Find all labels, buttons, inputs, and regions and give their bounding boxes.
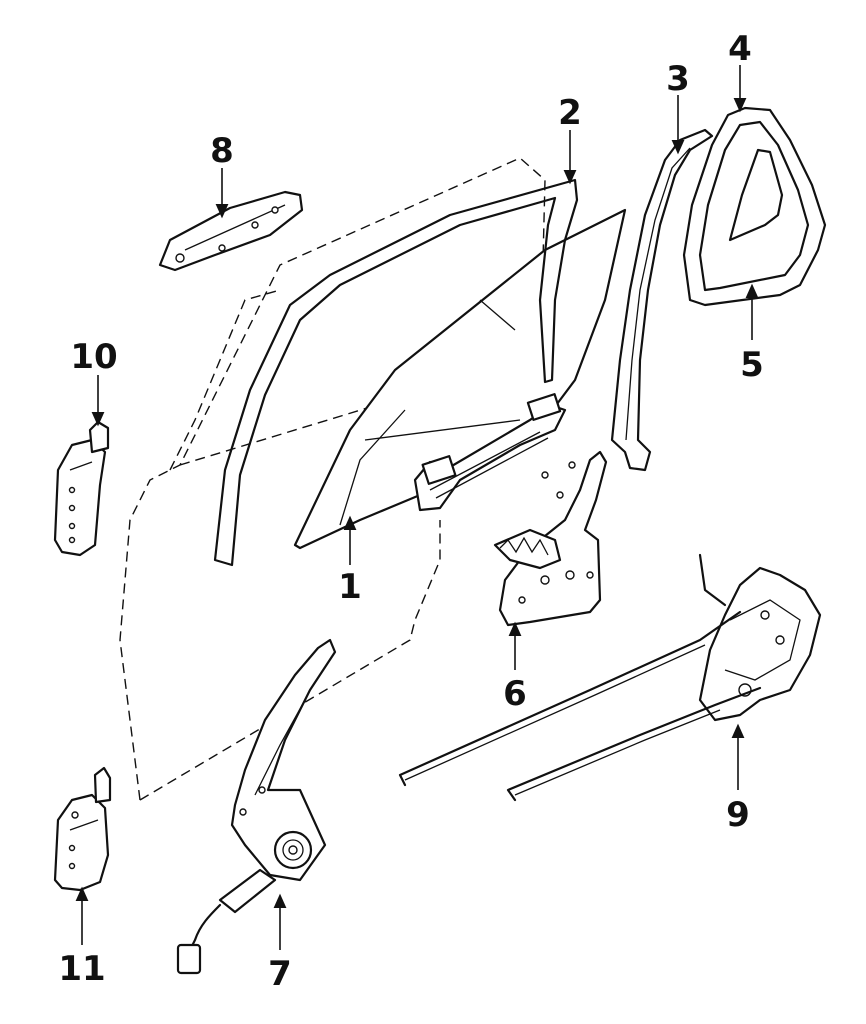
callout-3: 3	[666, 59, 690, 99]
window-regulator	[493, 450, 608, 627]
callout-5: 5	[740, 345, 764, 385]
lower-hinge	[53, 766, 112, 892]
door-latch	[398, 553, 822, 802]
leader-lines	[75, 65, 759, 950]
callout-4: 4	[728, 29, 752, 69]
upper-hinge	[53, 420, 110, 557]
callout-9: 9	[726, 795, 750, 835]
power-regulator	[176, 638, 337, 975]
callouts: 1 2 3 4 5 6 7 8 9 10 11	[58, 29, 764, 994]
quarter-window	[682, 106, 827, 307]
callout-8: 8	[210, 131, 234, 171]
callout-10: 10	[70, 337, 117, 377]
callout-11: 11	[58, 949, 105, 989]
callout-2: 2	[558, 93, 582, 133]
callout-7: 7	[268, 954, 292, 994]
rear-channel	[610, 128, 714, 472]
outside-handle	[158, 190, 304, 272]
door-glass	[293, 208, 627, 550]
callout-1: 1	[338, 567, 362, 607]
callout-6: 6	[503, 674, 527, 714]
run-channel	[213, 178, 579, 567]
